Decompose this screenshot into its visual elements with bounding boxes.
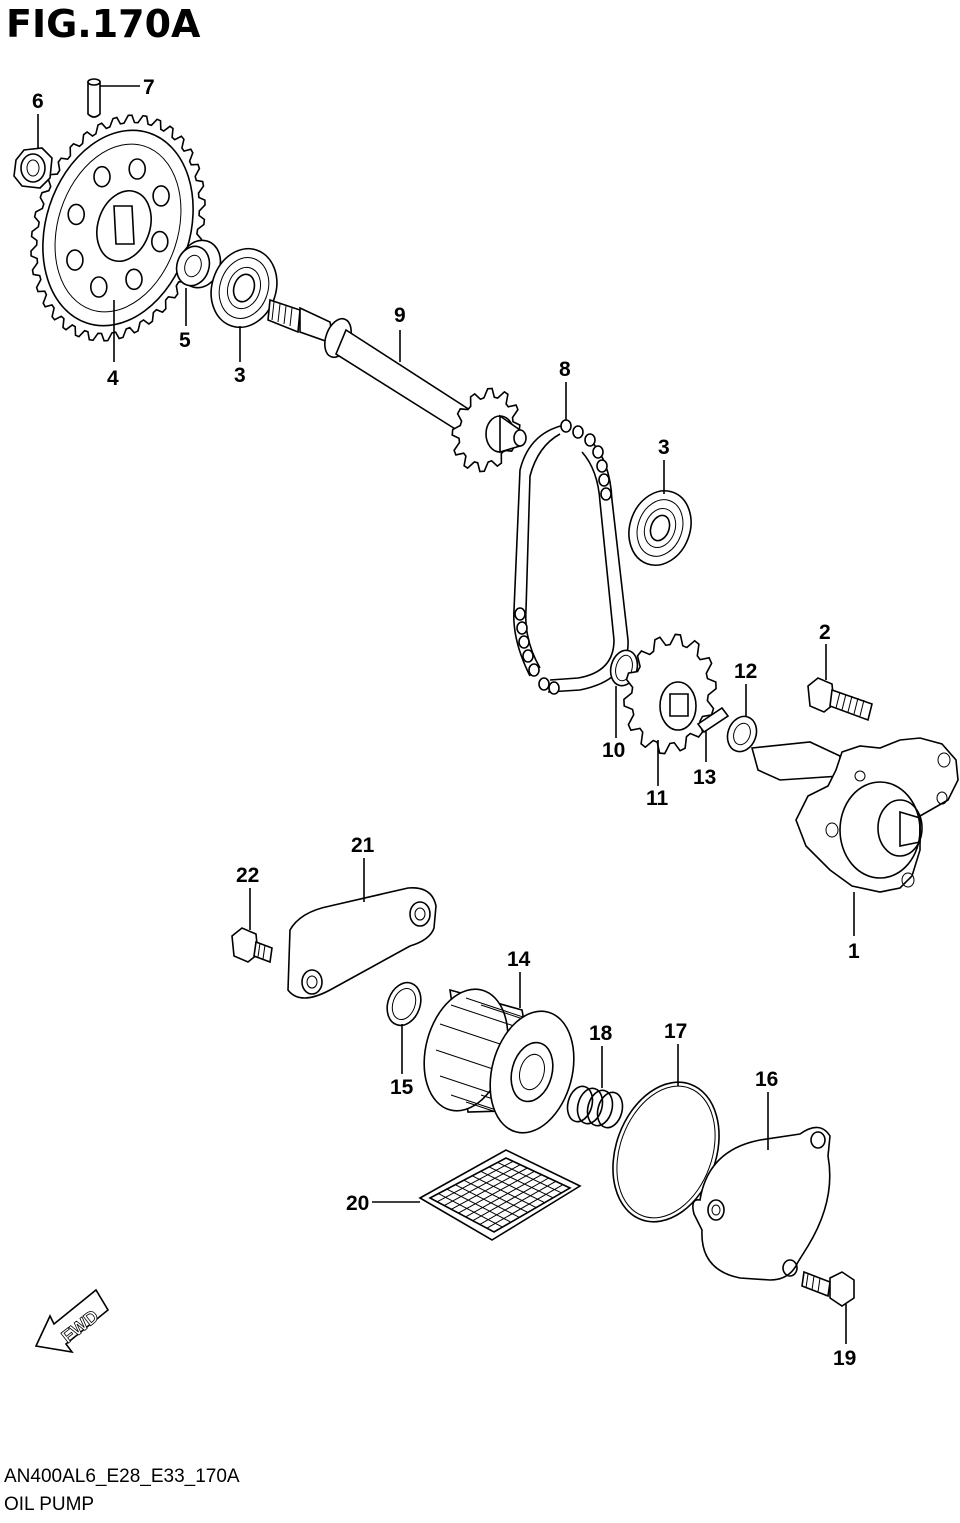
part-6-nut[interactable] [13, 147, 53, 189]
callout-10: 10 [602, 739, 625, 762]
callout-6: 6 [32, 90, 44, 113]
part-19-bolt[interactable] [801, 1270, 855, 1307]
part-16-filter-cover[interactable] [692, 1126, 831, 1281]
fwd-arrow-icon: FWD [34, 1288, 110, 1354]
part-14-oil-filter[interactable] [411, 980, 586, 1142]
callout-13: 13 [693, 766, 716, 789]
part-18-spring[interactable] [564, 1084, 626, 1131]
part-13-pin[interactable] [696, 706, 730, 734]
leader-lines [37, 85, 855, 1344]
callout-18: 18 [589, 1022, 613, 1045]
callout-9: 9 [394, 304, 406, 327]
part-2-bolt[interactable] [807, 677, 873, 722]
figure-title: FIG.170A [6, 2, 201, 46]
part-3-bearing-middle[interactable] [619, 482, 701, 574]
callout-3a: 3 [234, 364, 246, 387]
part-9-shaft[interactable] [267, 298, 527, 473]
part-7-pin[interactable] [87, 78, 101, 118]
part-20-strainer[interactable] [418, 1149, 582, 1241]
callout-12: 12 [734, 660, 757, 683]
part-21-plate[interactable] [287, 887, 437, 999]
part-12-washer[interactable] [723, 712, 762, 755]
callout-labels: 6 7 4 5 3 9 8 3 2 12 10 11 13 1 21 22 14… [32, 76, 860, 1370]
part-4-driven-gear[interactable] [19, 111, 218, 346]
callout-15: 15 [390, 1076, 414, 1099]
figure-name: OIL PUMP [4, 1494, 95, 1515]
callout-4: 4 [107, 367, 119, 390]
callout-19: 19 [833, 1347, 856, 1370]
part-1-oil-pump[interactable] [750, 737, 959, 893]
callout-7: 7 [143, 76, 155, 99]
callout-22: 22 [236, 864, 259, 887]
callout-11: 11 [646, 787, 669, 810]
part-8-chain[interactable] [513, 419, 629, 695]
callout-17: 17 [664, 1020, 687, 1043]
figure-code: AN400AL6_E28_E33_170A [4, 1466, 240, 1487]
part-5-bush[interactable] [172, 235, 227, 293]
callout-20: 20 [346, 1192, 369, 1215]
part-3-bearing-upper[interactable] [201, 240, 287, 336]
callout-14: 14 [507, 948, 531, 971]
callout-3b: 3 [658, 436, 670, 459]
callout-5: 5 [179, 329, 191, 352]
part-22-bolt[interactable] [231, 927, 273, 964]
callout-21: 21 [351, 834, 375, 857]
callout-2: 2 [819, 621, 831, 644]
part-15-o-ring[interactable] [381, 978, 426, 1030]
callout-1: 1 [848, 940, 860, 963]
callout-16: 16 [755, 1068, 778, 1091]
callout-8: 8 [559, 358, 571, 381]
part-11-pump-sprocket[interactable] [623, 633, 717, 755]
